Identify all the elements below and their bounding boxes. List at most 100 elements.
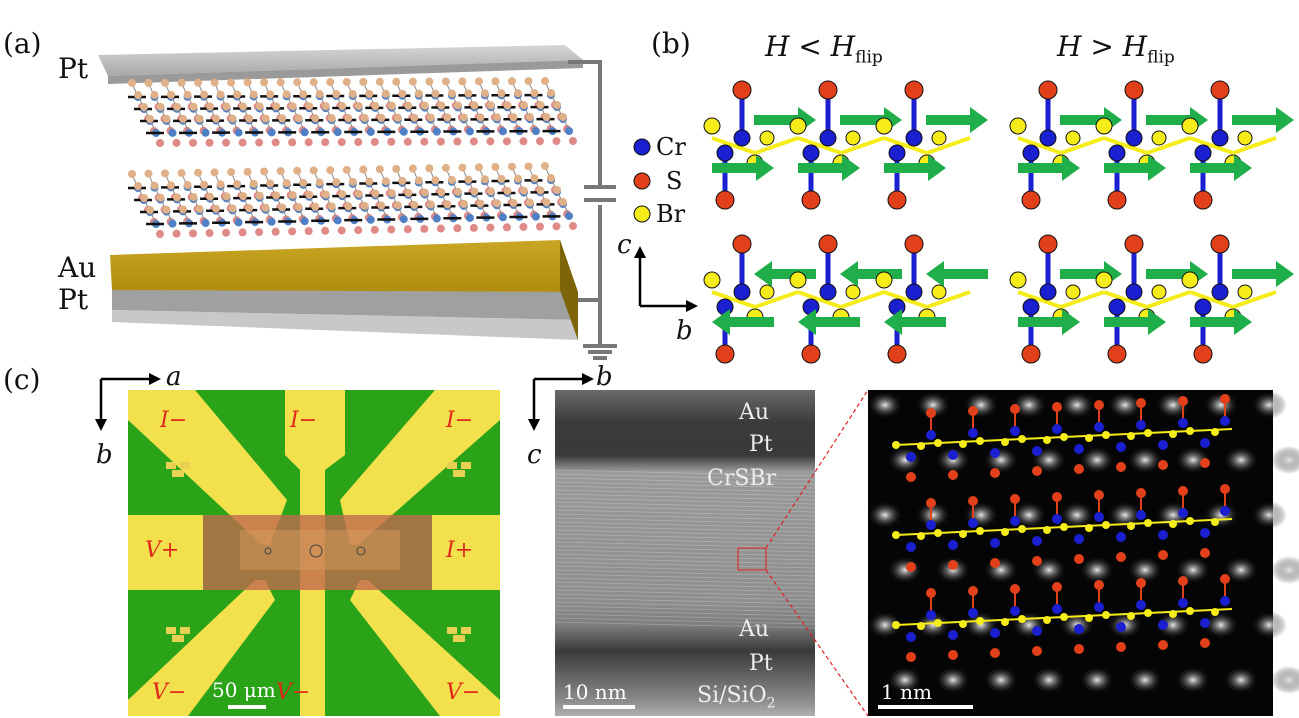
s-atom xyxy=(1200,548,1210,558)
cr-atom xyxy=(1211,283,1229,301)
axis-b-label: b xyxy=(676,316,693,346)
cr-atom xyxy=(733,129,751,147)
cr-atom xyxy=(1125,129,1143,147)
spin-arrow xyxy=(1146,261,1208,287)
cr-atom xyxy=(802,298,820,316)
s-atom xyxy=(990,648,1000,658)
cr-atom xyxy=(1032,536,1042,546)
br-atom xyxy=(1211,518,1219,526)
br-atom xyxy=(875,271,893,289)
s-atom xyxy=(1010,584,1020,594)
cr-atom xyxy=(733,283,751,301)
cr-atom xyxy=(1194,298,1212,316)
br-atom xyxy=(1009,117,1027,135)
panel-a-letter: (a) xyxy=(3,27,42,60)
cr-atom xyxy=(948,630,958,640)
s-atom xyxy=(904,234,924,254)
cr-atom xyxy=(888,144,906,162)
s-atom xyxy=(1136,578,1146,588)
legend-s: S xyxy=(666,167,683,195)
device-axes xyxy=(95,373,161,431)
tem-label-pt: Pt xyxy=(749,651,773,676)
s-atom xyxy=(1094,490,1104,500)
s-atom xyxy=(1124,234,1144,254)
cr-atom xyxy=(1094,602,1104,612)
br-atom xyxy=(1237,284,1253,300)
br-atom xyxy=(917,532,925,540)
br-atom xyxy=(1018,525,1026,533)
s-atom xyxy=(948,650,958,660)
br-atom xyxy=(1186,427,1194,435)
s-atom xyxy=(1178,396,1188,406)
zoom-line xyxy=(765,389,869,549)
cr-atom xyxy=(1022,298,1040,316)
s-atom xyxy=(906,562,916,572)
s-atom xyxy=(968,586,978,596)
s-atom xyxy=(990,558,1000,568)
spin-arrow xyxy=(1190,155,1252,181)
spin-arrow xyxy=(798,155,860,181)
br-atom xyxy=(1169,430,1177,438)
tem-cross-section xyxy=(554,390,816,716)
br-atom xyxy=(976,617,984,625)
s-atom xyxy=(1052,402,1062,412)
br-atom xyxy=(1060,613,1068,621)
br-atom xyxy=(934,529,942,537)
br-atom xyxy=(917,622,925,630)
tem-label-au: Au xyxy=(739,400,770,425)
cr-atom xyxy=(1125,283,1143,301)
circuit-wire xyxy=(568,60,602,185)
br-atom xyxy=(875,117,893,135)
cr-atom xyxy=(1022,144,1040,162)
br-atom xyxy=(759,284,775,300)
s-atom xyxy=(887,190,907,210)
spin-arrow xyxy=(884,309,946,335)
s-atom xyxy=(904,80,924,100)
s-atom xyxy=(1038,80,1058,100)
s-atom xyxy=(1107,344,1127,364)
cr-atom xyxy=(926,430,936,440)
tem-scale-label: 10 nm xyxy=(563,680,627,704)
condition-low: H < Hflip xyxy=(765,30,883,68)
panel-b-spin-diagram xyxy=(703,80,1294,364)
s-atom xyxy=(906,652,916,662)
spin-arrow xyxy=(926,261,988,287)
legend-br: Br xyxy=(656,200,686,228)
br-atom xyxy=(892,441,900,449)
pt-top-label: Pt xyxy=(58,52,89,85)
s-atom xyxy=(1200,638,1210,648)
tem-axis-c: c xyxy=(527,440,542,470)
axis-c-label: c xyxy=(617,230,632,260)
cr-atom xyxy=(1158,620,1168,630)
cr-atom xyxy=(1178,508,1188,518)
cr-atom xyxy=(1136,420,1146,430)
br-atom xyxy=(1186,607,1194,615)
br-atom xyxy=(976,527,984,535)
cr-atom xyxy=(906,542,916,552)
cr-atom xyxy=(906,452,916,462)
spin-arrow xyxy=(754,261,816,287)
cr-atom xyxy=(1220,416,1230,426)
stem-scale-bar xyxy=(878,705,973,709)
br-atom xyxy=(934,439,942,447)
pad-label: V− xyxy=(276,680,311,705)
br-atom xyxy=(1001,528,1009,536)
s-atom xyxy=(1010,404,1020,414)
br-atom xyxy=(959,440,967,448)
s-atom xyxy=(968,496,978,506)
br-atom xyxy=(1060,523,1068,531)
s-atom xyxy=(1136,398,1146,408)
s-atom xyxy=(1178,486,1188,496)
pad-label: I− xyxy=(446,408,474,433)
stem-image xyxy=(867,390,1299,716)
cr-atom xyxy=(990,538,1000,548)
pad-label: I+ xyxy=(446,538,474,563)
cr-atom xyxy=(1136,600,1146,610)
cr-atom xyxy=(802,144,820,162)
br-atom xyxy=(1065,130,1081,146)
cr-atom xyxy=(926,610,936,620)
s-atom xyxy=(1220,394,1230,404)
cr-atom xyxy=(968,518,978,528)
spin-arrow xyxy=(1190,309,1252,335)
s-atom xyxy=(1038,234,1058,254)
